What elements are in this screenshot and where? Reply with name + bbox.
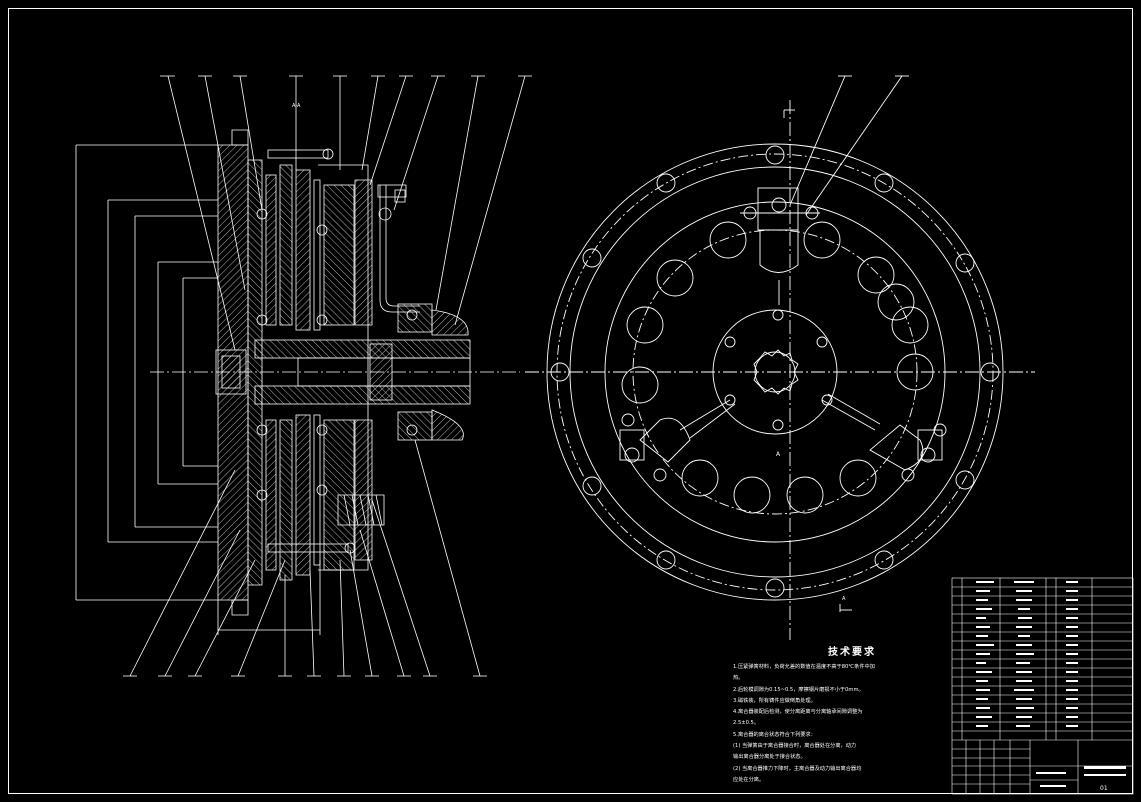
parts-list-table: [951, 577, 1134, 795]
section-mark-bottom: A: [842, 596, 846, 602]
requirement-line: 4.离合器装配后检测，使分离距离与分离轴承间隙调整为: [733, 709, 863, 716]
section-view: [75, 75, 532, 677]
drawing-border: [8, 8, 1133, 794]
requirement-line: (2) 当离合器推力下降时，主离合器及动力输出离合器均: [733, 765, 862, 772]
requirement-line: 输出离合器分离处于接合状态。: [733, 754, 806, 761]
requirement-line: 1.压紧弹簧材料，负荷允差的数值在温度不高于80℃条件中加: [733, 664, 875, 670]
section-mark-top: A-A: [292, 103, 301, 109]
requirement-line: 2.5±0.5。: [733, 720, 760, 727]
section-mark-right: A: [776, 451, 781, 458]
requirement-line: 2.后轮模调隙为0.15~0.5，摩擦钢片磨损不小于0mm。: [733, 686, 864, 693]
technical-requirements-title: 技术要求: [828, 647, 876, 658]
requirement-line: 5.离合器的离合状态符合下列要求：: [733, 731, 816, 738]
parts-list-entries: [976, 581, 1126, 787]
front-view: [525, 75, 1035, 640]
technical-requirements-list: 1.压紧弹簧材料，负荷允差的数值在温度不高于80℃条件中加 热。 2.后轮模调隙…: [733, 662, 943, 786]
sheet-number: 01: [1100, 785, 1108, 792]
requirement-line: 热。: [733, 675, 744, 682]
requirement-line: (1) 当弹簧由于离合器接合时，离合器处在分离，动力: [733, 743, 857, 750]
requirement-line: 3.磁铁装，所有铸件应做倒角处理。: [733, 697, 816, 704]
requirement-line: 应处在分离。: [733, 776, 765, 783]
